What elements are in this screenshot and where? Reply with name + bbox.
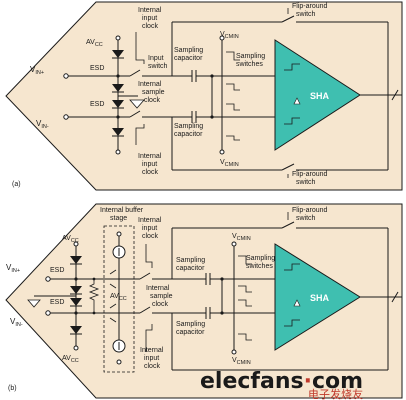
b-vcmin-bottom: VCMIN bbox=[232, 357, 251, 366]
esd-diode-1 bbox=[112, 50, 124, 58]
b-vin-minus-terminal bbox=[45, 310, 51, 316]
esd-bottom-label: ESD bbox=[90, 101, 104, 108]
panel-a-background bbox=[5, 1, 403, 191]
panel-b: VIN+ VIN- AVCC AVCC ESD ESD bbox=[5, 203, 403, 399]
watermark-main: elecfans·com bbox=[200, 369, 363, 394]
panel-a-tag: (a) bbox=[12, 181, 21, 188]
b-vin-plus-terminal bbox=[45, 276, 51, 282]
watermark-sub: 电子发烧友 bbox=[308, 387, 363, 400]
esd-diode-2 bbox=[112, 84, 124, 92]
panel-b-tag: (b) bbox=[8, 385, 17, 392]
esd-diode-3 bbox=[112, 100, 124, 108]
b-sha-amplifier bbox=[274, 243, 361, 351]
b-esd-bottom: ESD bbox=[50, 299, 64, 306]
b-sha-label: SHA bbox=[310, 293, 330, 303]
a-vcmin-bottom: VCMIN bbox=[220, 159, 239, 168]
b-vin-plus-label: VIN+ bbox=[6, 263, 20, 274]
b-avcc-mid: AVCC bbox=[110, 293, 127, 302]
esd-diode-4 bbox=[112, 128, 124, 136]
vin-plus-terminal bbox=[63, 73, 69, 79]
b-buffer-stage-box bbox=[103, 225, 135, 373]
vin-minus-terminal bbox=[63, 114, 69, 120]
a-vcmin-top: VCMIN bbox=[220, 31, 239, 40]
b-vin-minus-label: VIN- bbox=[10, 317, 23, 328]
vin-plus-label: VIN+ bbox=[30, 65, 44, 76]
vin-minus-label: VIN- bbox=[36, 119, 49, 130]
panel-b-background bbox=[5, 203, 403, 399]
ground-symbol bbox=[129, 99, 145, 109]
a-sha-amplifier bbox=[274, 39, 361, 151]
b-vcmin-top: VCMIN bbox=[232, 233, 251, 242]
watermark: elecfans·com 电子发烧友 bbox=[200, 369, 363, 400]
b-avcc-top: AVCC bbox=[62, 235, 79, 244]
a-sha-label: SHA bbox=[310, 91, 330, 101]
b-resistor bbox=[88, 279, 100, 313]
b-avcc-bottom: AVCC bbox=[62, 355, 79, 364]
avcc-top-label: AVCC bbox=[86, 39, 103, 48]
esd-top-label: ESD bbox=[90, 65, 104, 72]
b-esd-top: ESD bbox=[50, 267, 64, 274]
